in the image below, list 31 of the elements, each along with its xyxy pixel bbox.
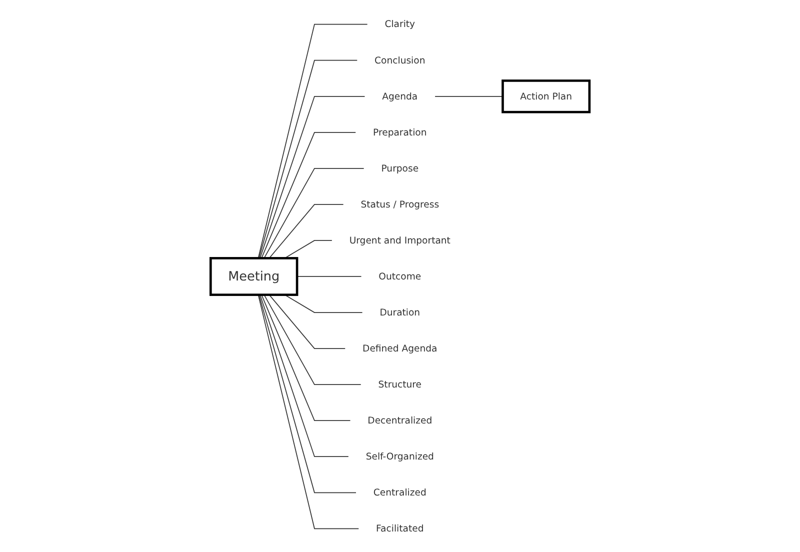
node-text: Centralized — [373, 486, 426, 498]
node-text: Decentralized — [368, 414, 432, 426]
connector — [268, 294, 346, 348]
connector — [258, 294, 360, 529]
node-box: Action Plan — [502, 79, 591, 113]
node-text: Status / Progress — [360, 198, 440, 210]
node-text: Purpose — [381, 162, 418, 174]
connector — [260, 95, 366, 258]
connector — [261, 294, 351, 421]
node-text: Outcome — [378, 270, 422, 282]
node-text: Clarity — [384, 18, 416, 30]
node-text: Duration — [380, 306, 420, 318]
node-text: Conclusion — [374, 54, 426, 66]
connector — [434, 95, 504, 96]
connector — [258, 294, 356, 493]
node-text: Facilitated — [376, 522, 424, 534]
connector — [258, 23, 368, 258]
node-text: Agenda — [382, 90, 418, 102]
connector — [261, 131, 356, 258]
connector — [264, 168, 364, 258]
connector — [264, 294, 362, 384]
node-text: Self-Organized — [366, 450, 434, 462]
node-text: Structure — [378, 378, 422, 390]
connector — [268, 204, 344, 258]
connector — [258, 59, 358, 258]
node-box: Meeting — [209, 256, 298, 296]
node-text: Urgent and Important — [349, 234, 450, 246]
node-text: Defined Agenda — [362, 342, 438, 354]
connector — [284, 294, 363, 312]
connector — [260, 294, 349, 457]
node-text: Preparation — [372, 126, 427, 138]
